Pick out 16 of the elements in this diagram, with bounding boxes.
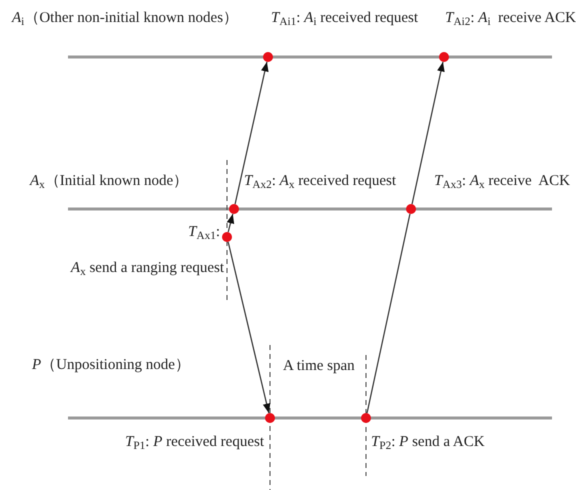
arrow (228, 242, 270, 414)
event-label: T$_{P1}$: P received request (125, 433, 264, 452)
span-label: A time span (283, 357, 355, 376)
arrow (234, 62, 269, 204)
event-label: T$_{P2}$: P send a ACK (371, 433, 485, 452)
timeline-title: A$_{x}$（Initial known node） (30, 172, 188, 191)
event-label: T$_{Ai1}$: A$_{i}$ received request (271, 9, 418, 28)
event-label: T$_{Ax1}$: (188, 223, 220, 242)
arrow (411, 62, 445, 204)
event-label: T$_{Ai2}$: A$_{i}$ receive ACK (445, 9, 576, 28)
arrow (226, 214, 234, 232)
event-label: T$_{Ax2}$: A$_{x}$ received request (244, 172, 396, 191)
event-label: A$_{x}$ send a ranging request (70, 259, 224, 278)
event-label: T$_{Ax3}$: A$_{x}$ receive ACK (434, 172, 570, 191)
timeline-title: P（Unpositioning node） (32, 356, 190, 375)
timeline-title: A$_{i}$（Other non-initial known nodes） (12, 9, 238, 28)
